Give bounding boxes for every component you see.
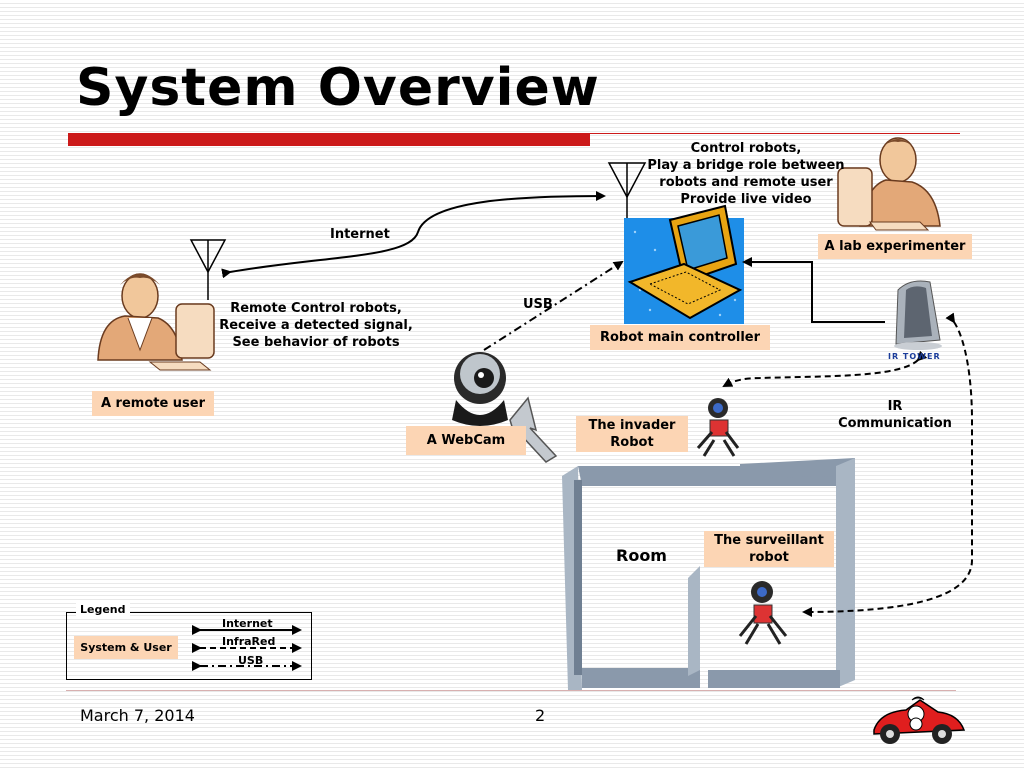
usb-label: USB — [523, 297, 553, 312]
footer-date: March 7, 2014 — [80, 706, 195, 725]
invader-label-line-2: Robot — [610, 435, 654, 450]
controller-desc-line-2: Play a bridge role between — [647, 158, 845, 173]
surveillant-robot-label: The surveillant robot — [704, 531, 834, 567]
legend-internet-label: Internet — [222, 617, 273, 630]
title-red-bar — [68, 133, 590, 146]
legend-infrared-label: InfraRed — [222, 635, 276, 648]
controller-description: Control robots, Play a bridge role betwe… — [596, 140, 896, 208]
remote-desc-line-3: See behavior of robots — [232, 335, 400, 350]
controller-laptop-icon — [624, 204, 744, 324]
invader-robot-label: The invader Robot — [576, 416, 688, 452]
surveillant-label-line-1: The surveillant — [714, 533, 824, 548]
remote-user-label: A remote user — [92, 391, 214, 416]
controller-desc-line-3: robots and remote user — [659, 175, 833, 190]
page-number: 2 — [535, 706, 546, 725]
ir-link-surveillant — [802, 312, 973, 617]
robot-main-controller-label: Robot main controller — [590, 325, 770, 350]
remote-description: Remote Control robots, Receive a detecte… — [198, 300, 434, 351]
footer-divider — [66, 690, 956, 691]
surveillant-label-line-2: robot — [749, 550, 789, 565]
invader-label-line-1: The invader — [588, 418, 676, 433]
internet-label: Internet — [330, 227, 390, 242]
legend-usb-label: USB — [238, 654, 264, 667]
ir-tower-label: IR TOWER — [888, 352, 941, 361]
remote-desc-line-2: Receive a detected signal, — [219, 318, 413, 333]
surveillant-robot-icon — [738, 581, 788, 645]
controller-desc-line-4: Provide live video — [680, 192, 812, 207]
internet-connection — [221, 191, 606, 279]
ir-link-invader — [722, 350, 928, 387]
remote-user-figure — [97, 273, 215, 371]
ir-tower-icon — [894, 280, 942, 350]
room-label: Room — [616, 546, 667, 565]
slide-title: System Overview — [76, 58, 600, 118]
title-red-line — [590, 133, 960, 134]
webcam-label: A WebCam — [406, 426, 526, 455]
antenna-left-icon — [189, 239, 227, 300]
legend-box — [66, 612, 312, 680]
controller-desc-line-1: Control robots, — [690, 141, 802, 156]
controller-to-irtower-line — [742, 257, 885, 323]
lab-experimenter-label: A lab experimenter — [818, 234, 972, 259]
ir-communication-label: IR Communication — [830, 398, 960, 432]
invader-robot-icon — [696, 398, 740, 457]
room-walls — [562, 458, 855, 690]
legend-system-user: System & User — [74, 636, 178, 659]
antenna-right-icon — [607, 162, 647, 222]
lab-experimenter-figure — [837, 137, 941, 231]
ir-label-line-2: Communication — [838, 416, 952, 431]
legend-title: Legend — [76, 603, 130, 616]
race-car-logo-icon — [873, 696, 966, 744]
webcam-icon — [452, 352, 558, 463]
remote-desc-line-1: Remote Control robots, — [230, 301, 402, 316]
ir-label-line-1: IR — [887, 399, 903, 414]
